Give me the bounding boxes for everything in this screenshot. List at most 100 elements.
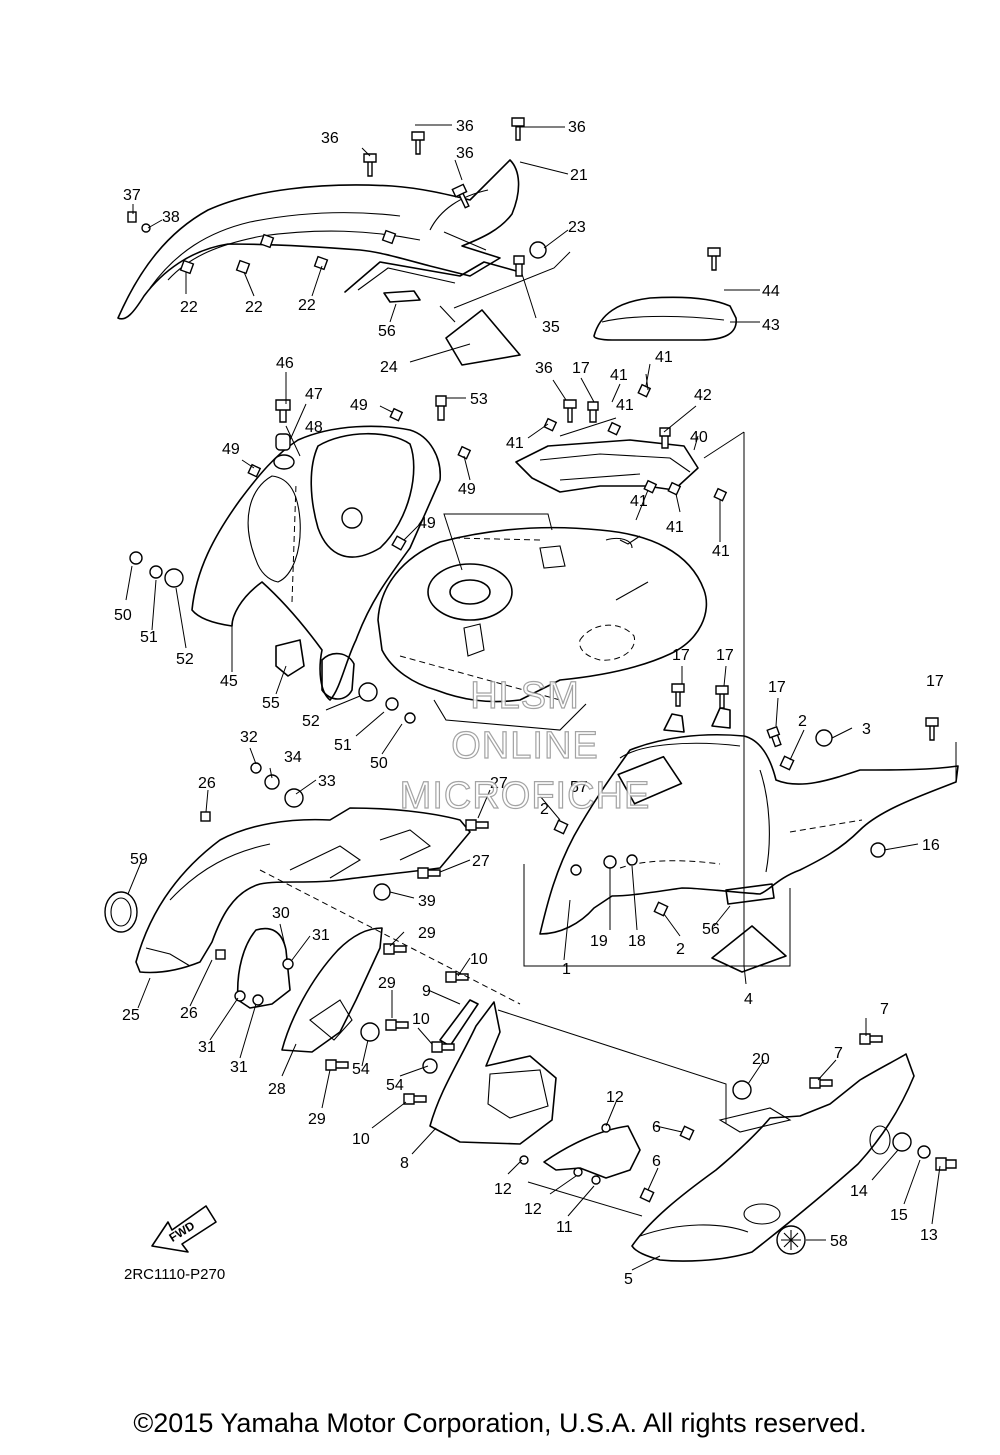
callout-42: 42 xyxy=(694,387,712,404)
callout-34: 34 xyxy=(284,749,302,766)
callout-56: 56 xyxy=(378,323,396,340)
callout-37: 37 xyxy=(123,187,141,204)
callout-2: 2 xyxy=(798,713,807,730)
callout-31: 31 xyxy=(230,1059,248,1076)
callout-31: 31 xyxy=(312,927,330,944)
diagram-reference-code: 2RC1110-P270 xyxy=(124,1266,226,1283)
callout-4: 4 xyxy=(744,991,753,1008)
fwd-label: FWD xyxy=(167,1218,198,1245)
assembly-lines xyxy=(259,231,957,1217)
callout-41: 41 xyxy=(630,493,648,510)
callout-1: 1 xyxy=(562,961,571,978)
callout-14: 14 xyxy=(850,1183,868,1200)
callout-22: 22 xyxy=(298,297,316,314)
callout-51: 51 xyxy=(334,737,352,754)
callout-50: 50 xyxy=(114,607,132,624)
callout-35: 35 xyxy=(542,319,560,336)
callout-10: 10 xyxy=(352,1131,370,1148)
callout-3: 3 xyxy=(862,721,871,738)
callout-36: 36 xyxy=(568,119,586,136)
callout-7: 7 xyxy=(834,1045,843,1062)
callout-51: 51 xyxy=(140,629,158,646)
callout-50: 50 xyxy=(370,755,388,772)
callout-29: 29 xyxy=(378,975,396,992)
callout-10: 10 xyxy=(412,1011,430,1028)
callout-12: 12 xyxy=(606,1089,624,1106)
callout-2: 2 xyxy=(676,941,685,958)
inner-front-bracket xyxy=(403,971,557,1145)
callout-6: 6 xyxy=(652,1119,661,1136)
callout-26: 26 xyxy=(180,1005,198,1022)
callout-9: 9 xyxy=(422,983,431,1000)
callout-15: 15 xyxy=(890,1207,908,1224)
callout-7: 7 xyxy=(880,1001,889,1018)
callout-45: 45 xyxy=(220,673,238,690)
lower-cowl xyxy=(519,1033,957,1262)
callout-30: 30 xyxy=(272,905,290,922)
callout-23: 23 xyxy=(568,219,586,236)
callout-22: 22 xyxy=(245,299,263,316)
callout-19: 19 xyxy=(590,933,608,950)
callout-52: 52 xyxy=(302,713,320,730)
callout-17: 17 xyxy=(572,360,590,377)
callout-17: 17 xyxy=(768,679,786,696)
callout-41: 41 xyxy=(655,349,673,366)
callout-28: 28 xyxy=(268,1081,286,1098)
top-side-cover xyxy=(117,159,521,366)
callout-26: 26 xyxy=(198,775,216,792)
callout-41: 41 xyxy=(712,543,730,560)
callout-24: 24 xyxy=(380,359,398,376)
callout-12: 12 xyxy=(494,1181,512,1198)
callout-36: 36 xyxy=(321,130,339,147)
fwd-arrow: FWD xyxy=(151,1205,217,1253)
callout-36: 36 xyxy=(456,118,474,135)
callout-38: 38 xyxy=(162,209,180,226)
inner-panel-brackets xyxy=(234,927,409,1071)
copyright-notice: ©2015 Yamaha Motor Corporation, U.S.A. A… xyxy=(133,1408,867,1438)
side-cover-right xyxy=(539,683,959,973)
callout-41: 41 xyxy=(610,367,628,384)
callout-25: 25 xyxy=(122,1007,140,1024)
callout-58: 58 xyxy=(830,1233,848,1250)
callout-16: 16 xyxy=(922,837,940,854)
callout-13: 13 xyxy=(920,1227,938,1244)
callout-12: 12 xyxy=(524,1201,542,1218)
callout-54: 54 xyxy=(386,1077,404,1094)
side-cowl-left xyxy=(104,762,489,974)
tank-rear-bracket xyxy=(515,383,728,502)
callout-57: 57 xyxy=(570,779,588,796)
callout-17: 17 xyxy=(926,673,944,690)
callout-39: 39 xyxy=(418,893,436,910)
callout-2: 2 xyxy=(540,801,549,818)
callout-54: 54 xyxy=(352,1061,370,1078)
seat-cowl xyxy=(593,247,737,341)
callout-18: 18 xyxy=(628,933,646,950)
callout-27: 27 xyxy=(490,775,508,792)
callout-46: 46 xyxy=(276,355,294,372)
callout-6: 6 xyxy=(652,1153,661,1170)
callout-5: 5 xyxy=(624,1271,633,1288)
callout-31: 31 xyxy=(198,1039,216,1056)
callout-17: 17 xyxy=(716,647,734,664)
callout-27: 27 xyxy=(472,853,490,870)
callout-48: 48 xyxy=(305,419,323,436)
callout-59: 59 xyxy=(130,851,148,868)
callout-49: 49 xyxy=(222,441,240,458)
callout-22: 22 xyxy=(180,299,198,316)
callout-29: 29 xyxy=(418,925,436,942)
callout-11: 11 xyxy=(556,1219,573,1236)
callout-41: 41 xyxy=(616,397,634,414)
callout-17: 17 xyxy=(672,647,690,664)
fuel-tank xyxy=(377,526,708,731)
callout-10: 10 xyxy=(470,951,488,968)
callout-36: 36 xyxy=(535,360,553,377)
callout-20: 20 xyxy=(752,1051,770,1068)
callout-49: 49 xyxy=(350,397,368,414)
callout-labels: 36 36 36 36 21 37 38 23 22 22 22 35 56 2… xyxy=(114,118,944,1288)
callout-49: 49 xyxy=(458,481,476,498)
callout-55: 55 xyxy=(262,695,280,712)
callout-47: 47 xyxy=(305,386,323,403)
callout-56: 56 xyxy=(702,921,720,938)
callout-33: 33 xyxy=(318,773,336,790)
